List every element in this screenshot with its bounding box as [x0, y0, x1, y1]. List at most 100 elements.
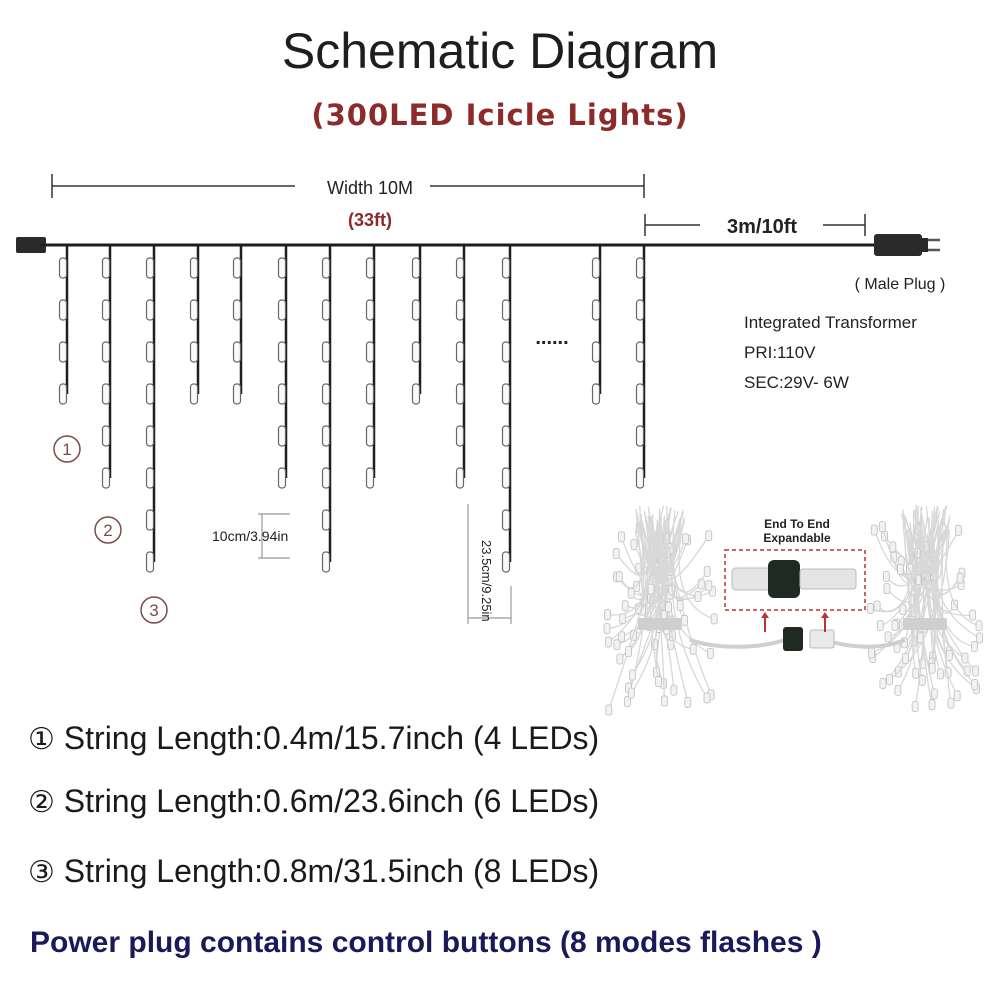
lead-dimension [644, 214, 866, 236]
led-bulb [321, 467, 331, 489]
led-bulb [277, 257, 287, 279]
male-plug-label: ( Male Plug ) [855, 276, 946, 293]
ellipsis: ...... [535, 327, 568, 349]
bundle-wire [934, 521, 980, 639]
led-bulb [411, 299, 421, 321]
svg-text:2: 2 [103, 521, 112, 540]
bundle-led [660, 695, 668, 707]
led-bulb [321, 299, 331, 321]
bundle-wire [630, 515, 661, 601]
led-bulb [101, 341, 111, 363]
bundle-led [947, 697, 955, 709]
led-bulb [455, 467, 465, 489]
bundle-led [676, 600, 684, 611]
led-bulb [635, 341, 645, 363]
bundle-wire [648, 530, 660, 682]
bundle-led [894, 684, 902, 696]
led-bulb [501, 467, 511, 489]
led-bulb [189, 383, 199, 405]
bundle-wire [672, 510, 708, 593]
led-bulb [189, 299, 199, 321]
bundle-led [603, 623, 611, 635]
led-bulb [232, 341, 242, 363]
bundle-led [703, 566, 711, 577]
bundle-led [971, 679, 978, 690]
bundle-led [969, 609, 977, 621]
spec-line-3: ③ String Length:0.8m/31.5inch (8 LEDs) [28, 853, 599, 890]
width-label: Width 10M [327, 178, 413, 198]
led-bulb [455, 299, 465, 321]
bundle-led [665, 601, 672, 613]
led-bulb [591, 257, 601, 279]
spec-marker-2: ② [28, 785, 55, 820]
end-connector [16, 237, 46, 253]
spec-text-3: String Length:0.8m/31.5inch (8 LEDs) [63, 853, 600, 889]
bundle-led [618, 631, 625, 643]
marker-1: 1 [53, 435, 81, 463]
bundle-led [618, 531, 625, 543]
bundle-led [902, 652, 909, 664]
bundle-led [670, 684, 678, 696]
bundle-led [876, 620, 884, 631]
bundle-led [891, 620, 899, 631]
led-bulb [501, 383, 511, 405]
led-bulb [455, 383, 465, 405]
bundle-led [627, 587, 635, 599]
bundle-led [647, 583, 655, 595]
light-bundle-right [866, 505, 984, 712]
connector-female-icon [783, 627, 803, 651]
bundle-led [884, 631, 892, 643]
bundle-led [972, 665, 980, 677]
led-bulb [591, 383, 601, 405]
led-bulb [101, 467, 111, 489]
led-bulb [501, 509, 511, 531]
bundle-wire [650, 517, 669, 601]
bundle-led [961, 652, 969, 664]
bundle-led [953, 690, 961, 702]
led-bulb [501, 425, 511, 447]
bundle-wire [647, 515, 666, 701]
bundle-led [883, 583, 891, 595]
bundle-wire [873, 525, 933, 575]
connector-male-icon [809, 629, 835, 649]
led-bulb [321, 551, 331, 573]
bundle-wire [658, 510, 679, 608]
bundle-led [911, 701, 919, 712]
svg-text:3: 3 [149, 601, 158, 620]
bundle-led [694, 591, 702, 602]
footer-note: Power plug contains control buttons (8 m… [30, 926, 822, 959]
lead-label: 3m/10ft [727, 216, 797, 238]
string-spacing-label: 23.5cm/9.25in [479, 540, 494, 622]
marker-3: 3 [140, 596, 168, 624]
led-bulb [101, 425, 111, 447]
bundle-led [689, 643, 697, 655]
led-bulb [277, 341, 287, 363]
led-bulb [321, 383, 331, 405]
led-bulb [591, 341, 601, 363]
bundle-wire [932, 531, 949, 673]
led-bulb [365, 299, 375, 321]
led-bulb [501, 551, 511, 573]
bundle-wire [923, 524, 961, 596]
bundle-led [928, 699, 936, 711]
bundle-wire [641, 520, 675, 691]
led-bulb [455, 425, 465, 447]
width-label-ft: (33ft) [348, 210, 392, 230]
led-bulb [58, 299, 68, 321]
led-bulb [145, 383, 155, 405]
bundle-led [705, 580, 713, 592]
expand-title-1: End To End [764, 517, 830, 531]
bundle-led [936, 668, 944, 680]
bundle-led [612, 548, 620, 559]
led-bulb [58, 341, 68, 363]
transformer-pri: PRI:110V [744, 343, 816, 362]
bundle-led [710, 613, 718, 625]
bundle-led [976, 632, 984, 644]
led-bulb [455, 341, 465, 363]
led-bulb [365, 425, 375, 447]
marker-2: 2 [94, 516, 122, 544]
bundle-wire [671, 514, 708, 699]
led-bulb [145, 257, 155, 279]
bundle-wire [899, 505, 948, 580]
